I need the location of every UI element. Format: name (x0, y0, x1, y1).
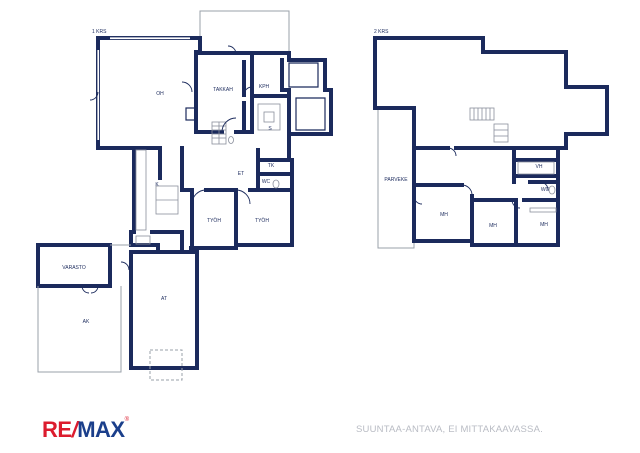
room-tk-label: TK (268, 163, 275, 169)
room-wc-2-label: WC (541, 187, 550, 193)
floor-2-outer-wall (373, 36, 609, 247)
stairs-floor-2 (469, 107, 509, 143)
floor-2-label: 2 KRS (374, 29, 389, 35)
kitchen-counter (135, 149, 147, 231)
fireplace (185, 107, 196, 121)
remax-logo: RE/MAX® (42, 417, 129, 442)
room-kph-label: KPH (259, 84, 270, 90)
vh-closet (517, 161, 555, 175)
room-et-label: ET (238, 171, 244, 177)
room-tyoh-2-label: TYÖH (255, 217, 269, 224)
varasto-walls (36, 243, 112, 288)
room-varasto-label: VARASTO (62, 265, 86, 271)
toilet-icon (272, 179, 280, 189)
toilet-icon (548, 185, 556, 195)
disclaimer-note: SUUNTAA-ANTAVA, EI MITTAKAAVASSA. (356, 424, 543, 435)
floor-1-label: 1 KRS (92, 29, 107, 35)
room-s-label: S (268, 126, 272, 132)
room-at-label: AT (161, 296, 167, 302)
stairs-floor-1 (211, 121, 227, 145)
sauna-bench (257, 103, 281, 131)
room-mh-2-label: MH (489, 223, 497, 229)
floor-1-outer-wall (96, 36, 333, 254)
room-mh-3-label: MH (540, 222, 548, 228)
room-vh-label: VH (536, 164, 543, 170)
room-wc-1-label: WC (262, 179, 271, 185)
toilet-icon (228, 136, 234, 144)
room-takkah-label: TAKKAH (213, 87, 233, 93)
room-ak-label: AK (83, 319, 90, 325)
terrace-outline (199, 10, 290, 55)
room-mh-1-label: MH (440, 212, 448, 218)
room-k-label: K (155, 182, 159, 188)
floor-1-plan: 1 KRS (36, 10, 333, 381)
ak-outline (37, 286, 122, 373)
room-oh-label: OH (156, 91, 164, 97)
floor-2-plan: 2 KRS (373, 29, 609, 249)
room-tyoh-1-label: TYÖH (207, 217, 221, 224)
room-parveke-label: PARVEKE (384, 177, 408, 183)
garage-walls (129, 250, 199, 370)
